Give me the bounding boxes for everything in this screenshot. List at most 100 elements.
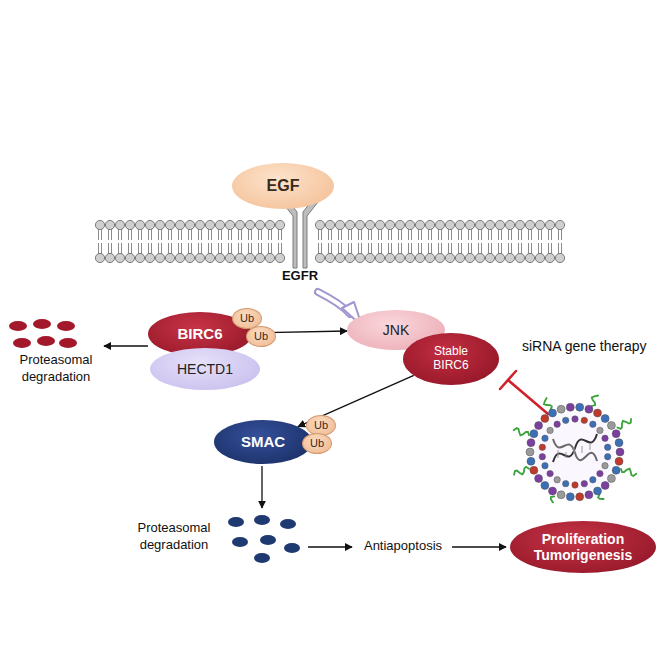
lipid-tail	[121, 229, 122, 240]
lipid-tail	[488, 229, 489, 240]
lipid-head	[572, 416, 578, 422]
lipid-tail	[481, 243, 482, 254]
lipid-tail	[551, 229, 552, 240]
degradation-arrow	[104, 345, 148, 346]
receptor-label: EGFR	[270, 268, 330, 285]
lipid-head	[485, 253, 494, 262]
node-label: EGF	[267, 177, 300, 195]
lipid-tail	[238, 243, 239, 254]
lipid-head	[115, 253, 124, 262]
lipid-head	[515, 253, 524, 262]
lipid-tail	[368, 243, 369, 254]
node-label: Stable BIRC6	[421, 345, 481, 373]
lipid-tail	[338, 229, 339, 240]
lipid-head	[395, 220, 404, 229]
lipid-tail	[331, 243, 332, 254]
lipid-tail	[268, 229, 269, 240]
node-label: Ub	[240, 312, 254, 325]
lipid-tail	[211, 243, 212, 254]
lipid-tail	[328, 229, 329, 240]
lipid-head	[235, 220, 244, 229]
lipid-head	[225, 220, 234, 229]
lipid-tail	[331, 229, 332, 240]
lipid-tail	[351, 229, 352, 240]
lipid-head	[325, 220, 334, 229]
lipid-tail	[351, 243, 352, 254]
lipid-tail	[121, 243, 122, 254]
lipid-head	[425, 253, 434, 262]
lipid-head	[530, 466, 538, 474]
lipid-head	[525, 253, 534, 262]
lipid-tail	[441, 243, 442, 254]
lipid-head	[535, 253, 544, 262]
lipid-head	[563, 480, 569, 486]
lipid-bilayer	[95, 220, 564, 262]
lipid-tail	[551, 243, 552, 254]
lipid-head	[265, 220, 274, 229]
lipid-tail	[258, 243, 259, 254]
lipid-tail	[388, 243, 389, 254]
lipid-tail	[521, 229, 522, 240]
lipid-head	[542, 435, 548, 441]
lipid-head	[535, 422, 543, 430]
lipid-head	[465, 220, 474, 229]
lipid-head	[602, 435, 608, 441]
lipid-tail	[278, 243, 279, 254]
lipid-tail	[248, 243, 249, 254]
lipid-head	[315, 220, 324, 229]
lipid-head	[542, 463, 548, 469]
lipid-head	[554, 421, 560, 427]
lipid-tail	[508, 229, 509, 240]
lipid-head	[335, 253, 344, 262]
lipid-head	[594, 487, 602, 495]
lipid-tail	[118, 243, 119, 254]
lipid-tail	[318, 243, 319, 254]
lipid-head	[125, 220, 134, 229]
lipid-tail	[458, 243, 459, 254]
lipid-tail	[181, 229, 182, 240]
lipid-head	[590, 421, 596, 427]
lipid-tail	[561, 229, 562, 240]
lipid-tail	[338, 243, 339, 254]
lipid-head	[355, 253, 364, 262]
lipid-tail	[531, 229, 532, 240]
peg-strand	[514, 428, 529, 435]
degradation-arrow	[261, 466, 262, 508]
lipid-tail	[108, 243, 109, 254]
lipid-head	[255, 253, 264, 262]
lipid-head	[275, 253, 284, 262]
lipid-tail	[428, 243, 429, 254]
lipid-tail	[261, 229, 262, 240]
lipid-tail	[241, 229, 242, 240]
process-label: Proteasomal degradation	[126, 520, 222, 554]
lipid-head	[612, 430, 620, 438]
lipid-tail	[208, 243, 209, 254]
lipid-head	[455, 220, 464, 229]
lipid-tail	[328, 243, 329, 254]
lipid-tail	[218, 229, 219, 240]
lipid-tail	[111, 229, 112, 240]
lipid-tail	[358, 229, 359, 240]
lipid-tail	[468, 243, 469, 254]
lipid-tail	[158, 243, 159, 254]
lipid-head	[385, 253, 394, 262]
lipid-tail	[101, 229, 102, 240]
lipid-head	[365, 220, 374, 229]
lipid-head	[435, 253, 444, 262]
lipid-tail	[481, 229, 482, 240]
lipid-tail	[541, 229, 542, 240]
lipid-tail	[498, 243, 499, 254]
ubiquitin-ellipse: Ub	[302, 433, 332, 454]
lipid-tail	[378, 229, 379, 240]
lipid-head	[515, 220, 524, 229]
node-label: SMAC	[241, 433, 285, 450]
lipid-head	[615, 439, 623, 447]
lipid-tail	[231, 229, 232, 240]
lipid-tail	[521, 243, 522, 254]
lipid-tail	[161, 229, 162, 240]
lipid-tail	[98, 243, 99, 254]
lipid-tail	[418, 243, 419, 254]
lipid-tail	[461, 229, 462, 240]
lipid-head	[415, 253, 424, 262]
lipid-tail	[541, 243, 542, 254]
